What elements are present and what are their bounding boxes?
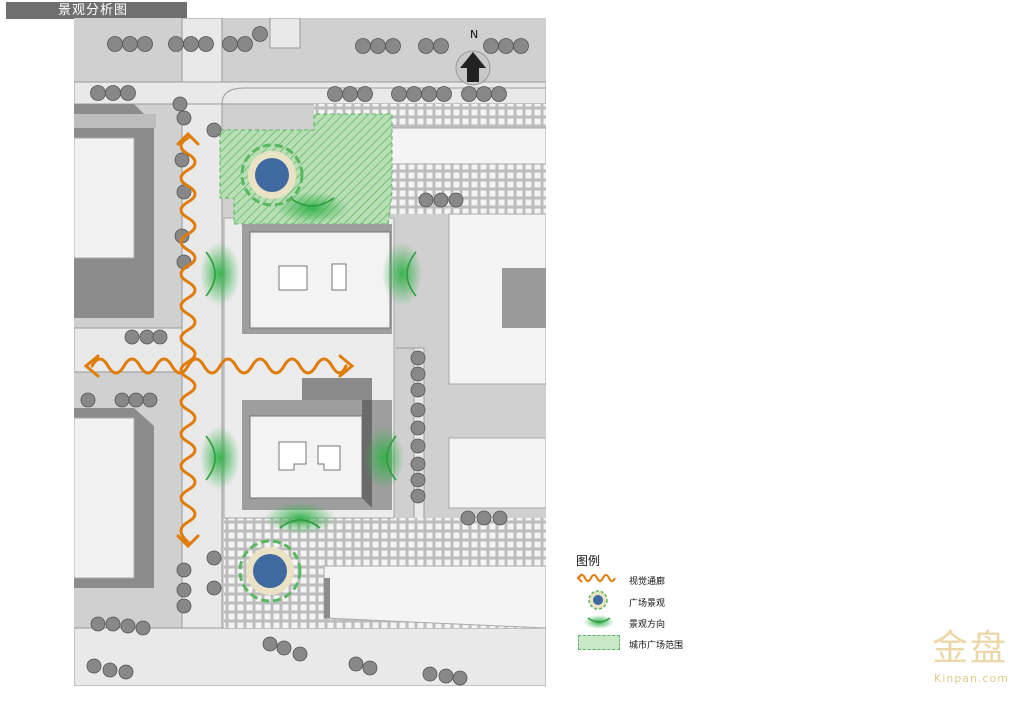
legend-symbol-plaza <box>578 635 620 650</box>
site-plan: N <box>74 18 546 686</box>
title-bar: 景观分析图 <box>6 2 187 19</box>
plaza-node-south <box>238 539 302 603</box>
landscape-directions <box>200 192 422 534</box>
legend-symbol-node <box>588 590 608 610</box>
legend-title: 图例 <box>576 554 601 568</box>
plaza-node-north <box>240 143 304 207</box>
legend-symbol-direction <box>584 615 614 629</box>
tower-north <box>242 224 392 334</box>
visual-corridors <box>83 131 355 549</box>
page-title: 景观分析图 <box>58 3 129 18</box>
watermark-logo: 金盘 Kinpan.com <box>928 626 1028 692</box>
north-arrow: N <box>455 28 491 86</box>
north-label: N <box>470 28 478 41</box>
legend-label-corridor: 视觉通廊 <box>629 577 666 587</box>
watermark-sub: Kinpan.com <box>934 672 1009 685</box>
watermark-main: 金盘 <box>932 628 1009 669</box>
west-buildings <box>74 104 156 588</box>
legend-symbol-corridor <box>576 573 616 583</box>
legend-label-node: 广场景观 <box>629 599 666 609</box>
legend-label-direction: 景观方向 <box>629 620 666 630</box>
street-trees <box>80 26 529 686</box>
legend-label-plaza: 城市广场范围 <box>629 641 684 651</box>
